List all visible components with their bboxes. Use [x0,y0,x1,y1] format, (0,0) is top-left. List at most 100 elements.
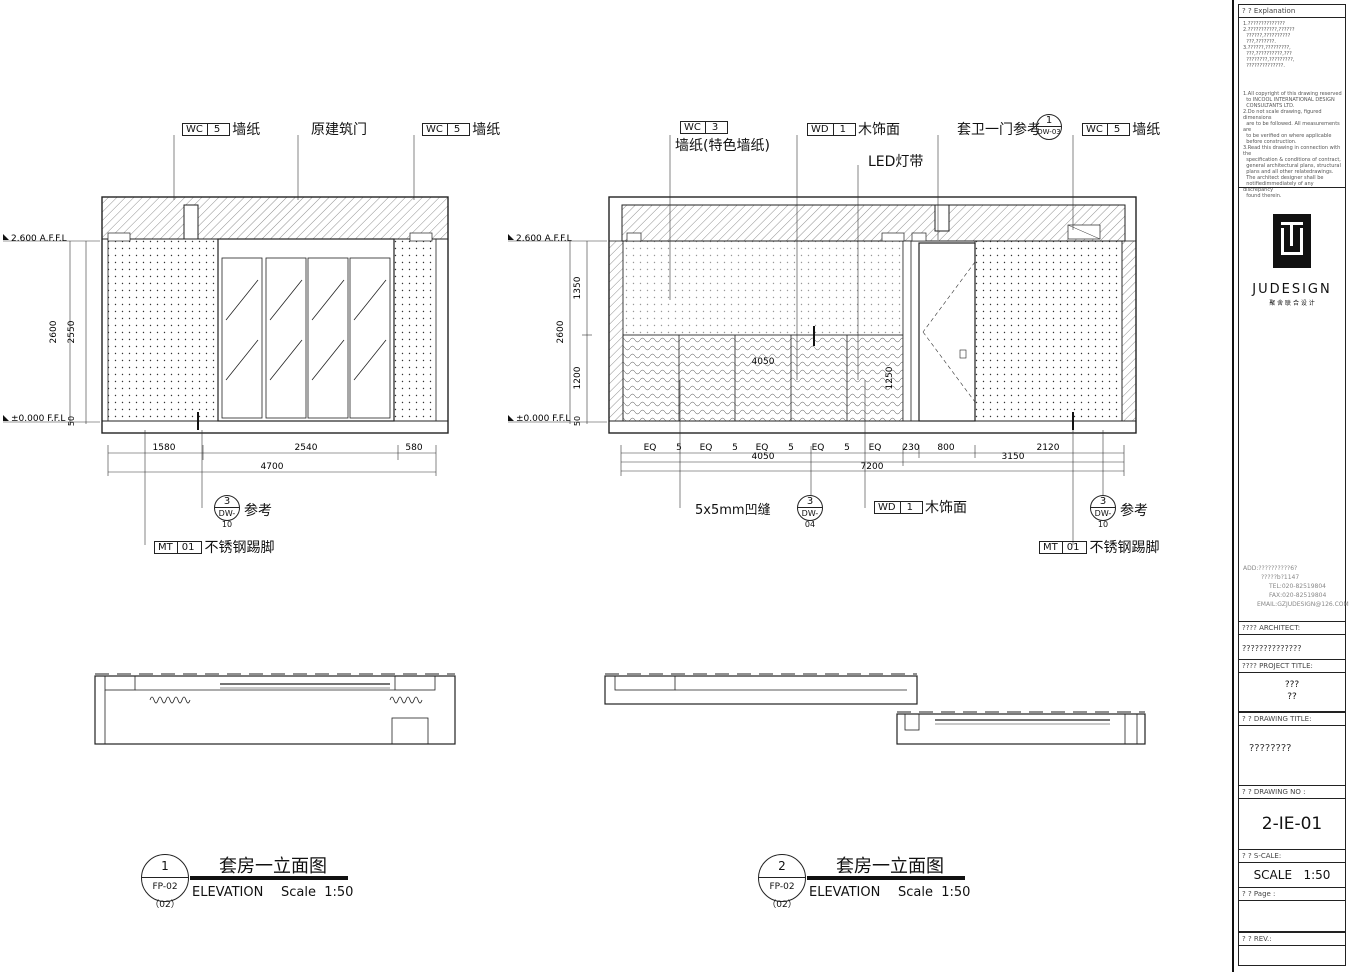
copyright-text: 1.All copyright of this drawing reserved… [1243,91,1342,199]
tag-wc5-2: WC 5 墙纸 [1082,119,1160,139]
ceiling-hatch [101,196,449,240]
wood-panels [622,334,904,422]
tag-code: WD [811,123,829,135]
title-bubble-2: 2 FP-02（02） [758,854,806,910]
ref-num: 3 [215,496,239,508]
contact-fax: FAX:020-82519804 [1269,592,1327,599]
drawing-title-value: ???????? [1249,743,1292,754]
ref-sheet: DW-10 [1094,509,1112,529]
ref-bubble-1: 3 DW-10 [214,495,240,529]
title-cn-2: 套房一立面图 [836,856,944,877]
scale-value: SCALE 1:50 [1253,868,1331,882]
explanation-text: 1.?????????????? 2.???????????,?????? ??… [1243,21,1295,69]
tag-text: 木饰面 [857,122,900,138]
ref-num: 3 [1091,496,1115,508]
rev-label: ? ? REV.: [1242,935,1272,943]
tag-wc-left: WC 5 墙纸 [182,119,260,139]
hdim-eq-1: EQ [644,443,657,453]
tag-groove: 5x5mm凹缝 [695,503,771,518]
tag-code: WC [1086,123,1103,135]
vdim-total-1: 2600 [49,320,59,343]
tag-code: WC [426,123,443,135]
bath-door [918,242,976,422]
project-value-2: ?? [1287,692,1297,702]
level-top-1: 2.600 A.F.F.L [11,234,67,244]
elevation-1: 2.600 A.F.F.L ±0.000 F.F.L 2600 2550 50 … [3,135,449,545]
project-value-1: ??? [1284,680,1300,690]
hdim-5-4: 5 [844,443,850,453]
tag-wc-right: WC 5 墙纸 [422,119,500,139]
door-jamb [902,240,912,422]
level-top-2: 2.600 A.F.F.L [516,234,572,244]
feature-wallpaper [622,240,904,336]
project-section: ???? PROJECT TITLE: ??? ?? [1239,659,1345,709]
ref-num: 3 [798,496,822,508]
vdims-1 [69,241,87,424]
scale-label: ? ? S-CALE: [1242,852,1282,860]
ceiling-light-2b [911,232,927,242]
wallpaper-panel-right [393,238,437,422]
titleblock: ? ? Explanation 1.?????????????? 2.?????… [1238,4,1349,966]
hdim-800: 800 [937,443,954,453]
plan-2 [604,673,1146,745]
tag-text: 墙纸 [1132,122,1161,138]
title-en-1: ELEVATION [192,885,264,900]
tag-code: MT [1043,541,1058,553]
vdim-base-2: 50 [573,416,582,426]
level-bottom-1: ±0.000 F.F.L [11,414,65,424]
hdim-4050: 4050 [752,452,775,462]
vdims-2 [569,241,592,424]
level-marker-bottom-1 [3,415,100,423]
tag-door-ref-text: 套卫一门参考 [957,122,1041,138]
tag-text: 墙纸 [472,122,501,138]
ref-sheet: DW-04 [801,509,819,529]
drawing-canvas: 2.600 A.F.F.L ±0.000 F.F.L 2600 2550 50 … [3,135,1146,745]
wall-cut-right [1121,240,1137,422]
title-sheet: FP-02（02） [767,882,797,910]
tag-wd-bottom: WD 1 木饰面 [874,497,967,517]
tag-mt-1: MT 01 不锈钢踢脚 [154,537,274,557]
door-leaves [221,257,391,419]
hdim-2540: 2540 [295,443,318,453]
ref-bubble-mid: 3 DW-04 [797,495,823,529]
leaders-bottom-1 [144,430,203,545]
ref-sheet: DW-03 [1037,128,1061,136]
level-marker-top-1 [3,234,100,242]
level-marker-top-2 [508,234,607,242]
tag-num: 01 [176,541,199,553]
tag-num: 5 [206,123,226,135]
vdim-panel-1250: 1250 [885,366,895,389]
door-swing [922,261,976,403]
tag-text: 不锈钢踢脚 [1089,540,1160,556]
tag-wc3-text: 墙纸(特色墙纸) [675,138,770,154]
contact-address: ADD:??????????6? [1243,565,1298,572]
ceiling-hatch-2 [621,204,1126,242]
title-underline-2 [807,876,965,880]
contact-address2: ?????b?1147 [1261,574,1300,581]
tag-code: MT [158,541,173,553]
ceiling-notch [183,204,199,240]
page-label: ? ? Page : [1242,890,1276,898]
architect-label: ???? ARCHITECT: [1242,624,1301,632]
drawing-no-label: ? ? DRAWING NO : [1242,788,1306,796]
hdim-5-3: 5 [788,443,794,453]
hdim-5-1: 5 [676,443,682,453]
vdim-2600-2: 2600 [556,320,566,343]
tag-code: WC [186,123,203,135]
title-num: 1 [142,855,188,878]
contact-email: EMAIL:GZJUDESIGN@126.COM [1257,601,1349,608]
ref-bubble-right: 3 DW-10 [1090,495,1116,529]
tag-text: 墙纸 [232,122,261,138]
title-underline-1 [190,876,348,880]
hdim-580: 580 [405,443,422,453]
tag-code: WC [684,122,701,133]
drawing-no-value: 2-IE-01 [1261,814,1323,834]
drawing-title-label: ? ? DRAWING TITLE: [1242,715,1312,723]
explanation-section: ? ? Explanation 1.?????????????? 2.?????… [1239,5,1345,199]
title-bubble-1: 1 FP-02（02） [141,854,189,910]
title-en-2: ELEVATION [809,885,881,900]
tag-led: LED灯带 [868,154,924,170]
tag-num: 1 [899,501,919,513]
ref-num: 1 [1037,115,1061,127]
tag-num: 1 [832,123,852,135]
